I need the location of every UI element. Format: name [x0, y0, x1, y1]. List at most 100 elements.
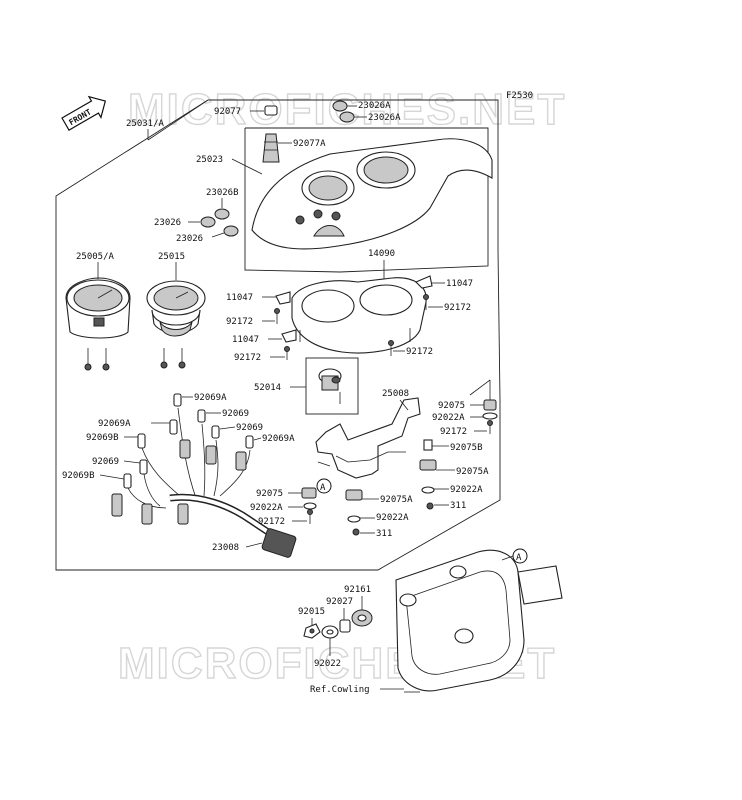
washer-92022a-left: [303, 502, 317, 510]
bracket-11047-right: [415, 275, 433, 289]
label-11047-lower: 11047: [232, 335, 259, 345]
cap-23026a-lower: [339, 111, 355, 123]
meter-case: [291, 277, 427, 354]
cap-92077: [264, 105, 278, 116]
label-25015: 25015: [158, 252, 185, 262]
grommet-92077a: [262, 133, 280, 163]
wire-harness: [111, 407, 297, 558]
label-25023: 25023: [196, 155, 223, 165]
indicator-box: [305, 357, 359, 415]
grommet-92075-right: [483, 399, 497, 411]
label-92022: 92022: [314, 659, 341, 669]
label-92069a-top: 92069A: [194, 393, 227, 403]
label-92075-right: 92075: [438, 401, 465, 411]
label-92161: 92161: [344, 585, 371, 595]
label-23008: 23008: [212, 543, 239, 553]
screw-92172-b: [274, 308, 280, 324]
label-92172-l2: 92172: [258, 517, 285, 527]
label-311-low: 311: [376, 529, 392, 539]
label-92172-right: 92172: [444, 303, 471, 313]
front-arrow-icon: FRONT: [61, 95, 107, 131]
tachometer: [146, 280, 206, 369]
label-11047-right: 11047: [446, 279, 473, 289]
screw-92172-left: [307, 509, 313, 524]
label-92022a-mid: 92022A: [450, 485, 483, 495]
assembly-frame: [55, 99, 501, 571]
label-92077a: 92077A: [293, 139, 326, 149]
label-92069-a: 92069: [222, 409, 249, 419]
label-92027: 92027: [326, 597, 353, 607]
label-92172-lower: 92172: [234, 353, 261, 363]
cover-subframe: [244, 127, 489, 273]
label-92022a-right: 92022A: [432, 413, 465, 423]
label-92069a-left: 92069A: [98, 419, 131, 429]
label-92172-r2: 92172: [440, 427, 467, 437]
nut-311-low: [352, 528, 360, 536]
label-92075a-right: 92075A: [456, 467, 489, 477]
callout-labels: 25031/A 92077 23026A 23026A 92077A 25023…: [62, 101, 491, 695]
washer-92022: [321, 625, 339, 639]
label-11047-left: 11047: [226, 293, 253, 303]
label-ref-cowling: Ref.Cowling: [310, 685, 370, 695]
svg-text:A: A: [516, 553, 522, 563]
ref-marker-a-lower: A: [512, 548, 528, 564]
label-92075a-left: 92075A: [380, 495, 413, 505]
label-92069b-low: 92069B: [62, 471, 95, 481]
label-23026b: 23026B: [206, 188, 239, 198]
label-92022a-low: 92022A: [376, 513, 409, 523]
label-92075-left: 92075: [256, 489, 283, 499]
cap-23026b: [214, 208, 230, 220]
damper-92161: [351, 609, 373, 627]
grommet-92075-left: [301, 487, 317, 499]
bracket-11047-lower: [281, 329, 297, 343]
washer-92022a-low: [347, 515, 361, 523]
label-14090: 14090: [368, 249, 395, 259]
label-92069-b: 92069: [236, 423, 263, 433]
screw-92172-a: [423, 294, 429, 310]
ref-marker-a-upper: A: [316, 478, 332, 494]
collar-92075b: [423, 439, 433, 451]
label-25005a: 25005/A: [76, 252, 115, 262]
screw-92172-c: [284, 346, 290, 360]
speedometer: [65, 277, 131, 371]
label-92172-left: 92172: [226, 317, 253, 327]
label-52014: 52014: [254, 383, 281, 393]
meter-cover: [251, 138, 493, 250]
nut-92015: [303, 623, 321, 639]
indicator-lamp: [318, 368, 342, 404]
label-23026-b: 23026: [176, 234, 203, 244]
diagram-code: F2530: [506, 91, 533, 101]
label-311-right: 311: [450, 501, 466, 511]
damper-92075a-left: [345, 489, 363, 501]
label-92069b-top: 92069B: [86, 433, 119, 443]
label-92172-center: 92172: [406, 347, 433, 357]
label-23026-a: 23026: [154, 218, 181, 228]
meter-bracket: [315, 397, 421, 479]
screw-92172-right: [487, 420, 493, 434]
damper-92075a-right: [419, 459, 437, 471]
screw-92172-d: [388, 340, 394, 356]
label-92015: 92015: [298, 607, 325, 617]
washer-92022a-right: [482, 412, 498, 420]
nut-311-right: [426, 502, 434, 510]
label-25031a: 25031/A: [126, 119, 165, 129]
label-92069-c: 92069: [92, 457, 119, 467]
label-25008: 25008: [382, 389, 409, 399]
watermark-top: MICROFICHES.NET: [128, 85, 566, 134]
cap-23026-left: [200, 216, 216, 228]
bracket-11047-left: [275, 291, 291, 305]
label-92077: 92077: [214, 107, 241, 117]
label-92069a-right: 92069A: [262, 434, 295, 444]
cowling-stay: [395, 549, 563, 693]
washer-92022a-mid: [421, 486, 435, 494]
label-23026a-1: 23026A: [358, 101, 391, 111]
svg-text:A: A: [320, 483, 326, 493]
cap-23026-mid: [223, 225, 239, 237]
cap-23026a-upper: [332, 100, 348, 112]
bulb-sockets: [123, 393, 254, 489]
label-92075b: 92075B: [450, 443, 483, 453]
collar-92027: [339, 619, 351, 633]
label-23026a-2: 23026A: [368, 113, 401, 123]
label-92022a-left: 92022A: [250, 503, 283, 513]
